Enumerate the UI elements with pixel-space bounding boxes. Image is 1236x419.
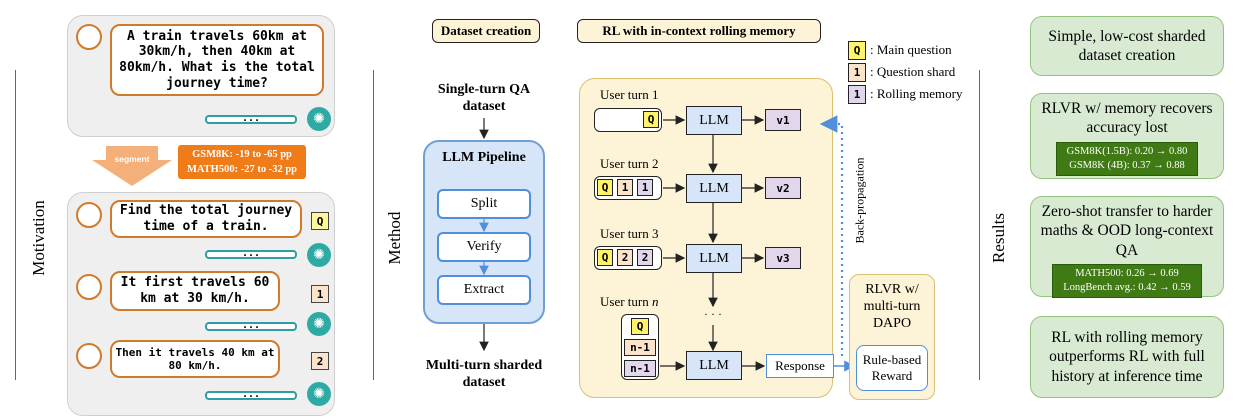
brain-icon: ✺ [307,107,331,131]
turn-label-1: User turn 1 [600,87,659,102]
drop-math500: MATH500: -27 to -32 pp [186,164,298,175]
turn-label-n: User turn n [600,294,659,310]
output-v3: v3 [765,247,801,269]
legend-main-question: Q : Main question [848,39,998,61]
turn-input-n: Q n-1 n-1 [621,314,659,380]
section-divider [373,70,374,380]
turnn-tag-memory: n-1 [624,360,656,377]
legend-question-shard: 1 : Question shard [848,61,998,83]
output-v2: v2 [765,177,801,199]
llm-pipeline-title: LLM Pipeline [442,150,526,165]
user-avatar-icon [76,343,102,369]
result-stat: LongBench avg.: 0.42 → 0.59 [1063,282,1191,294]
turn-input-2: Q 1 1 [594,176,662,200]
single-turn-dataset-label: Single-turn QA dataset [437,82,531,114]
llm-box: LLM [686,351,742,380]
shard-bubble-q: Find the total journey time of a train. [110,200,302,238]
brain-icon: ✺ [307,312,331,336]
response-box: Response [766,354,834,378]
legend-label-memory: : Rolling memory [870,86,963,101]
shard-tag-q: Q [311,212,329,230]
rlvr-title: RLVR w/ multi-turn DAPO [863,282,921,331]
legend-tag-memory: 1 [848,84,866,104]
turnn-tag-shard: n-1 [624,339,656,356]
turn2-tag-shard: 1 [617,179,633,196]
turn-label-2: User turn 2 [600,156,659,171]
model-reply-bar: ... [205,114,297,124]
result-text-3: Zero-shot transfer to harder maths & OOD… [1040,203,1214,259]
accuracy-drop-badge: GSM8K: -19 to -65 pp MATH500: -27 to -32… [178,145,306,179]
brain-icon: ✺ [307,382,331,406]
pipeline-step-verify: Verify [437,232,531,262]
result-stat: MATH500: 0.26 → 0.69 [1075,268,1179,280]
brain-icon: ✺ [307,243,331,267]
shard-bubble-1: It first travels 60 km at 30 km/h. [110,271,280,311]
results-label: Results [989,212,1008,264]
turnn-tag-q: Q [631,318,649,335]
model-reply-bar: ... [205,249,297,259]
llm-box: LLM [686,174,742,203]
model-reply-bar: ... [205,321,297,331]
user-avatar-icon [76,274,102,300]
shard-tag-1: 1 [311,285,329,303]
dataset-creation-title: Dataset creation [432,19,540,43]
motivation-divider-left [15,70,16,380]
user-avatar-icon [76,202,102,228]
pipeline-step-split: Split [437,189,531,219]
multi-turn-dataset-label: Multi-turn sharded dataset [425,358,543,390]
model-reply-bar: ... [205,390,297,400]
result-stat: GSM8K(1.5B): 0.20 → 0.80 [1066,145,1188,157]
turn2-tag-memory: 1 [637,179,653,196]
rl-title: RL with in-context rolling memory [577,19,821,43]
llm-box: LLM [686,244,742,273]
result-stats-2: GSM8K(1.5B): 0.20 → 0.80 GSM8K (4B): 0.3… [1055,141,1199,177]
pipeline-step-extract: Extract [437,275,531,305]
result-stats-3: MATH500: 0.26 → 0.69 LongBench avg.: 0.4… [1052,264,1202,299]
legend-tag-shard: 1 [848,62,866,82]
turn1-tag-q: Q [643,111,659,128]
shard-tag-2: 2 [311,352,329,370]
legend-label-q: : Main question [870,42,952,57]
result-card-4: RL with rolling memory outperforms RL wi… [1030,316,1224,398]
backprop-arrow [819,115,844,356]
legend-tag-q: Q [848,40,866,60]
turn2-tag-q: Q [597,179,613,196]
section-divider [979,70,980,380]
shard-bubble-2: Then it travels 40 km at 80 km/h. [110,340,280,378]
segment-arrow [92,146,172,186]
result-card-2: RLVR w/ memory recovers accuracy lost GS… [1030,93,1224,179]
result-stat: GSM8K (4B): 0.37 → 0.88 [1069,159,1185,171]
turn-label-n-var: n [652,294,659,309]
turn-input-1: Q [594,108,662,132]
turn3-tag-memory: 2 [637,249,653,266]
segment-label: segment [114,154,150,164]
turn-ellipsis: · · · [704,307,722,321]
result-text-4: RL with rolling memory outperforms RL wi… [1049,328,1205,385]
drop-gsm8k: GSM8K: -19 to -65 pp [192,149,292,160]
backprop-label: Back-propagation [852,157,867,244]
turn3-tag-shard: 2 [617,249,633,266]
legend: Q : Main question 1 : Question shard 1 :… [848,39,998,105]
result-text-2: RLVR w/ memory recovers accuracy lost [1041,100,1213,137]
result-text-1: Simple, low-cost sharded dataset creatio… [1048,27,1206,64]
turn-input-3: Q 2 2 [594,246,662,270]
result-card-1: Simple, low-cost sharded dataset creatio… [1030,16,1224,76]
legend-rolling-memory: 1 : Rolling memory [848,83,998,105]
legend-label-shard: : Question shard [870,64,956,79]
turn-label-n-prefix: User turn [600,294,652,309]
llm-box: LLM [686,106,742,135]
rule-based-reward: Rule-based Reward [856,345,928,391]
user-avatar-icon [76,24,102,50]
output-v1: v1 [765,109,801,131]
original-question-bubble: A train travels 60km at 30km/h, then 40k… [110,24,324,96]
turn3-tag-q: Q [597,249,613,266]
result-card-3: Zero-shot transfer to harder maths & OOD… [1030,196,1224,299]
turn-label-3: User turn 3 [600,226,659,241]
